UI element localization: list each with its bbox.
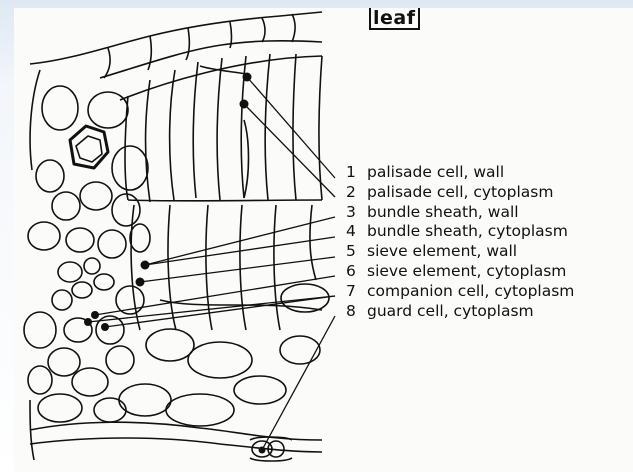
legend-text: bundle sheath, wall — [367, 203, 519, 221]
legend-item: 1palisade cell, wall — [346, 163, 574, 183]
label-legend: 1palisade cell, wall 2palisade cell, cyt… — [346, 163, 574, 321]
legend-item: 8guard cell, cytoplasm — [346, 302, 574, 322]
legend-text: sieve element, wall — [367, 242, 517, 260]
legend-item: 2palisade cell, cytoplasm — [346, 183, 574, 203]
legend-item: 7companion cell, cytoplasm — [346, 282, 574, 302]
label-dots — [84, 73, 266, 454]
legend-number: 2 — [346, 183, 367, 203]
diagram-title: leaf — [369, 8, 420, 30]
legend-item: 5sieve element, wall — [346, 242, 574, 262]
legend-item: 6sieve element, cytoplasm — [346, 262, 574, 282]
legend-number: 8 — [346, 302, 367, 322]
legend-number: 6 — [346, 262, 367, 282]
legend-item: 4bundle sheath, cytoplasm — [346, 222, 574, 242]
legend-text: sieve element, cytoplasm — [367, 262, 566, 280]
legend-number: 3 — [346, 203, 367, 223]
legend-text: guard cell, cytoplasm — [367, 302, 534, 320]
legend-text: bundle sheath, cytoplasm — [367, 222, 568, 240]
legend-number: 4 — [346, 222, 367, 242]
legend-text: palisade cell, wall — [367, 163, 504, 181]
legend-item: 3bundle sheath, wall — [346, 203, 574, 223]
legend-text: companion cell, cytoplasm — [367, 282, 574, 300]
legend-number: 1 — [346, 163, 367, 183]
legend-text: palisade cell, cytoplasm — [367, 183, 553, 201]
legend-number: 7 — [346, 282, 367, 302]
upper-epidermis — [30, 12, 322, 64]
legend-number: 5 — [346, 242, 367, 262]
